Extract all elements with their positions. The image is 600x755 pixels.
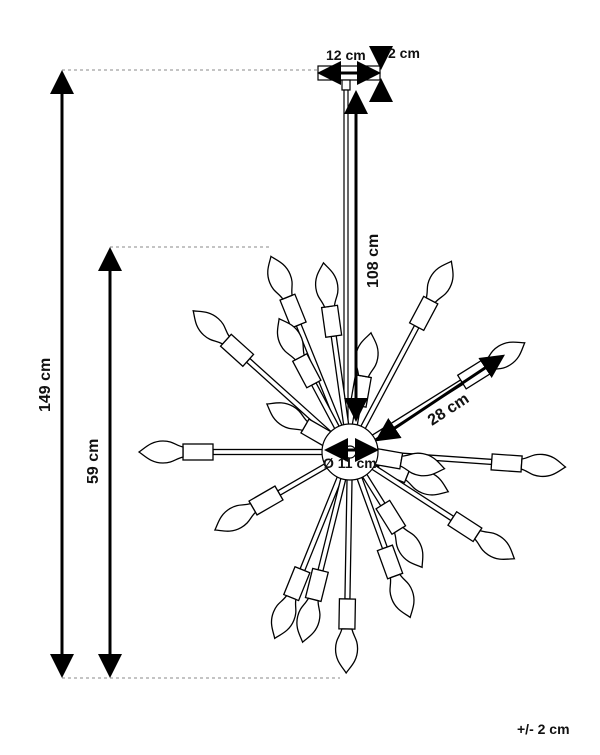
bulb-socket [320,304,343,338]
candle-bulb [393,526,424,569]
candle-bulb [483,341,526,372]
total-height-label: 149 cm [37,358,54,412]
arm-14 [270,474,344,640]
body-height-label: 59 cm [85,439,102,484]
arm-19 [369,447,446,477]
tolerance-note: +/- 2 cm [517,721,570,737]
candle-bulb [296,597,321,644]
bulb-socket [182,443,214,461]
candle-bulb [267,255,293,300]
arm-length-label: 28 cm [425,390,472,429]
suspension-rod [343,89,349,421]
arm-rod [212,448,325,456]
arms-group [137,255,567,675]
hub-diameter-label: Ø 11 cm [323,455,377,471]
arm-12 [369,463,516,560]
canopy-width-label: 12 cm [326,47,366,63]
bulb-socket [338,598,357,630]
candle-bulb [389,573,415,619]
candle-bulb [473,529,516,560]
candle-bulb [334,628,359,675]
candle-bulb [276,317,305,361]
arm-5 [192,310,334,438]
arm-rod [344,477,353,600]
arm-rod [276,461,330,497]
arm-length-arrow [375,354,505,442]
bulb-socket [490,453,523,473]
arm-16 [334,477,359,675]
candle-bulb [213,502,257,532]
candle-bulb [265,402,309,432]
arm-7 [349,331,379,428]
arm-6 [276,317,341,432]
candle-bulb [425,260,454,304]
candle-bulb [399,452,446,477]
rod-length-label: 108 cm [365,234,382,288]
canopy-connector [341,79,351,91]
candle-bulb [314,261,339,308]
candle-bulb [137,440,184,464]
candle-bulb [192,310,231,345]
canopy-height-label: 2 cm [388,45,420,61]
arm-8 [137,440,325,464]
candle-bulb [520,453,567,478]
bulb-socket [349,374,373,408]
arm-13 [360,471,424,569]
arm-15 [296,475,347,644]
arm-11 [213,461,330,532]
arm-17 [355,474,415,619]
candle-bulb [270,594,297,640]
